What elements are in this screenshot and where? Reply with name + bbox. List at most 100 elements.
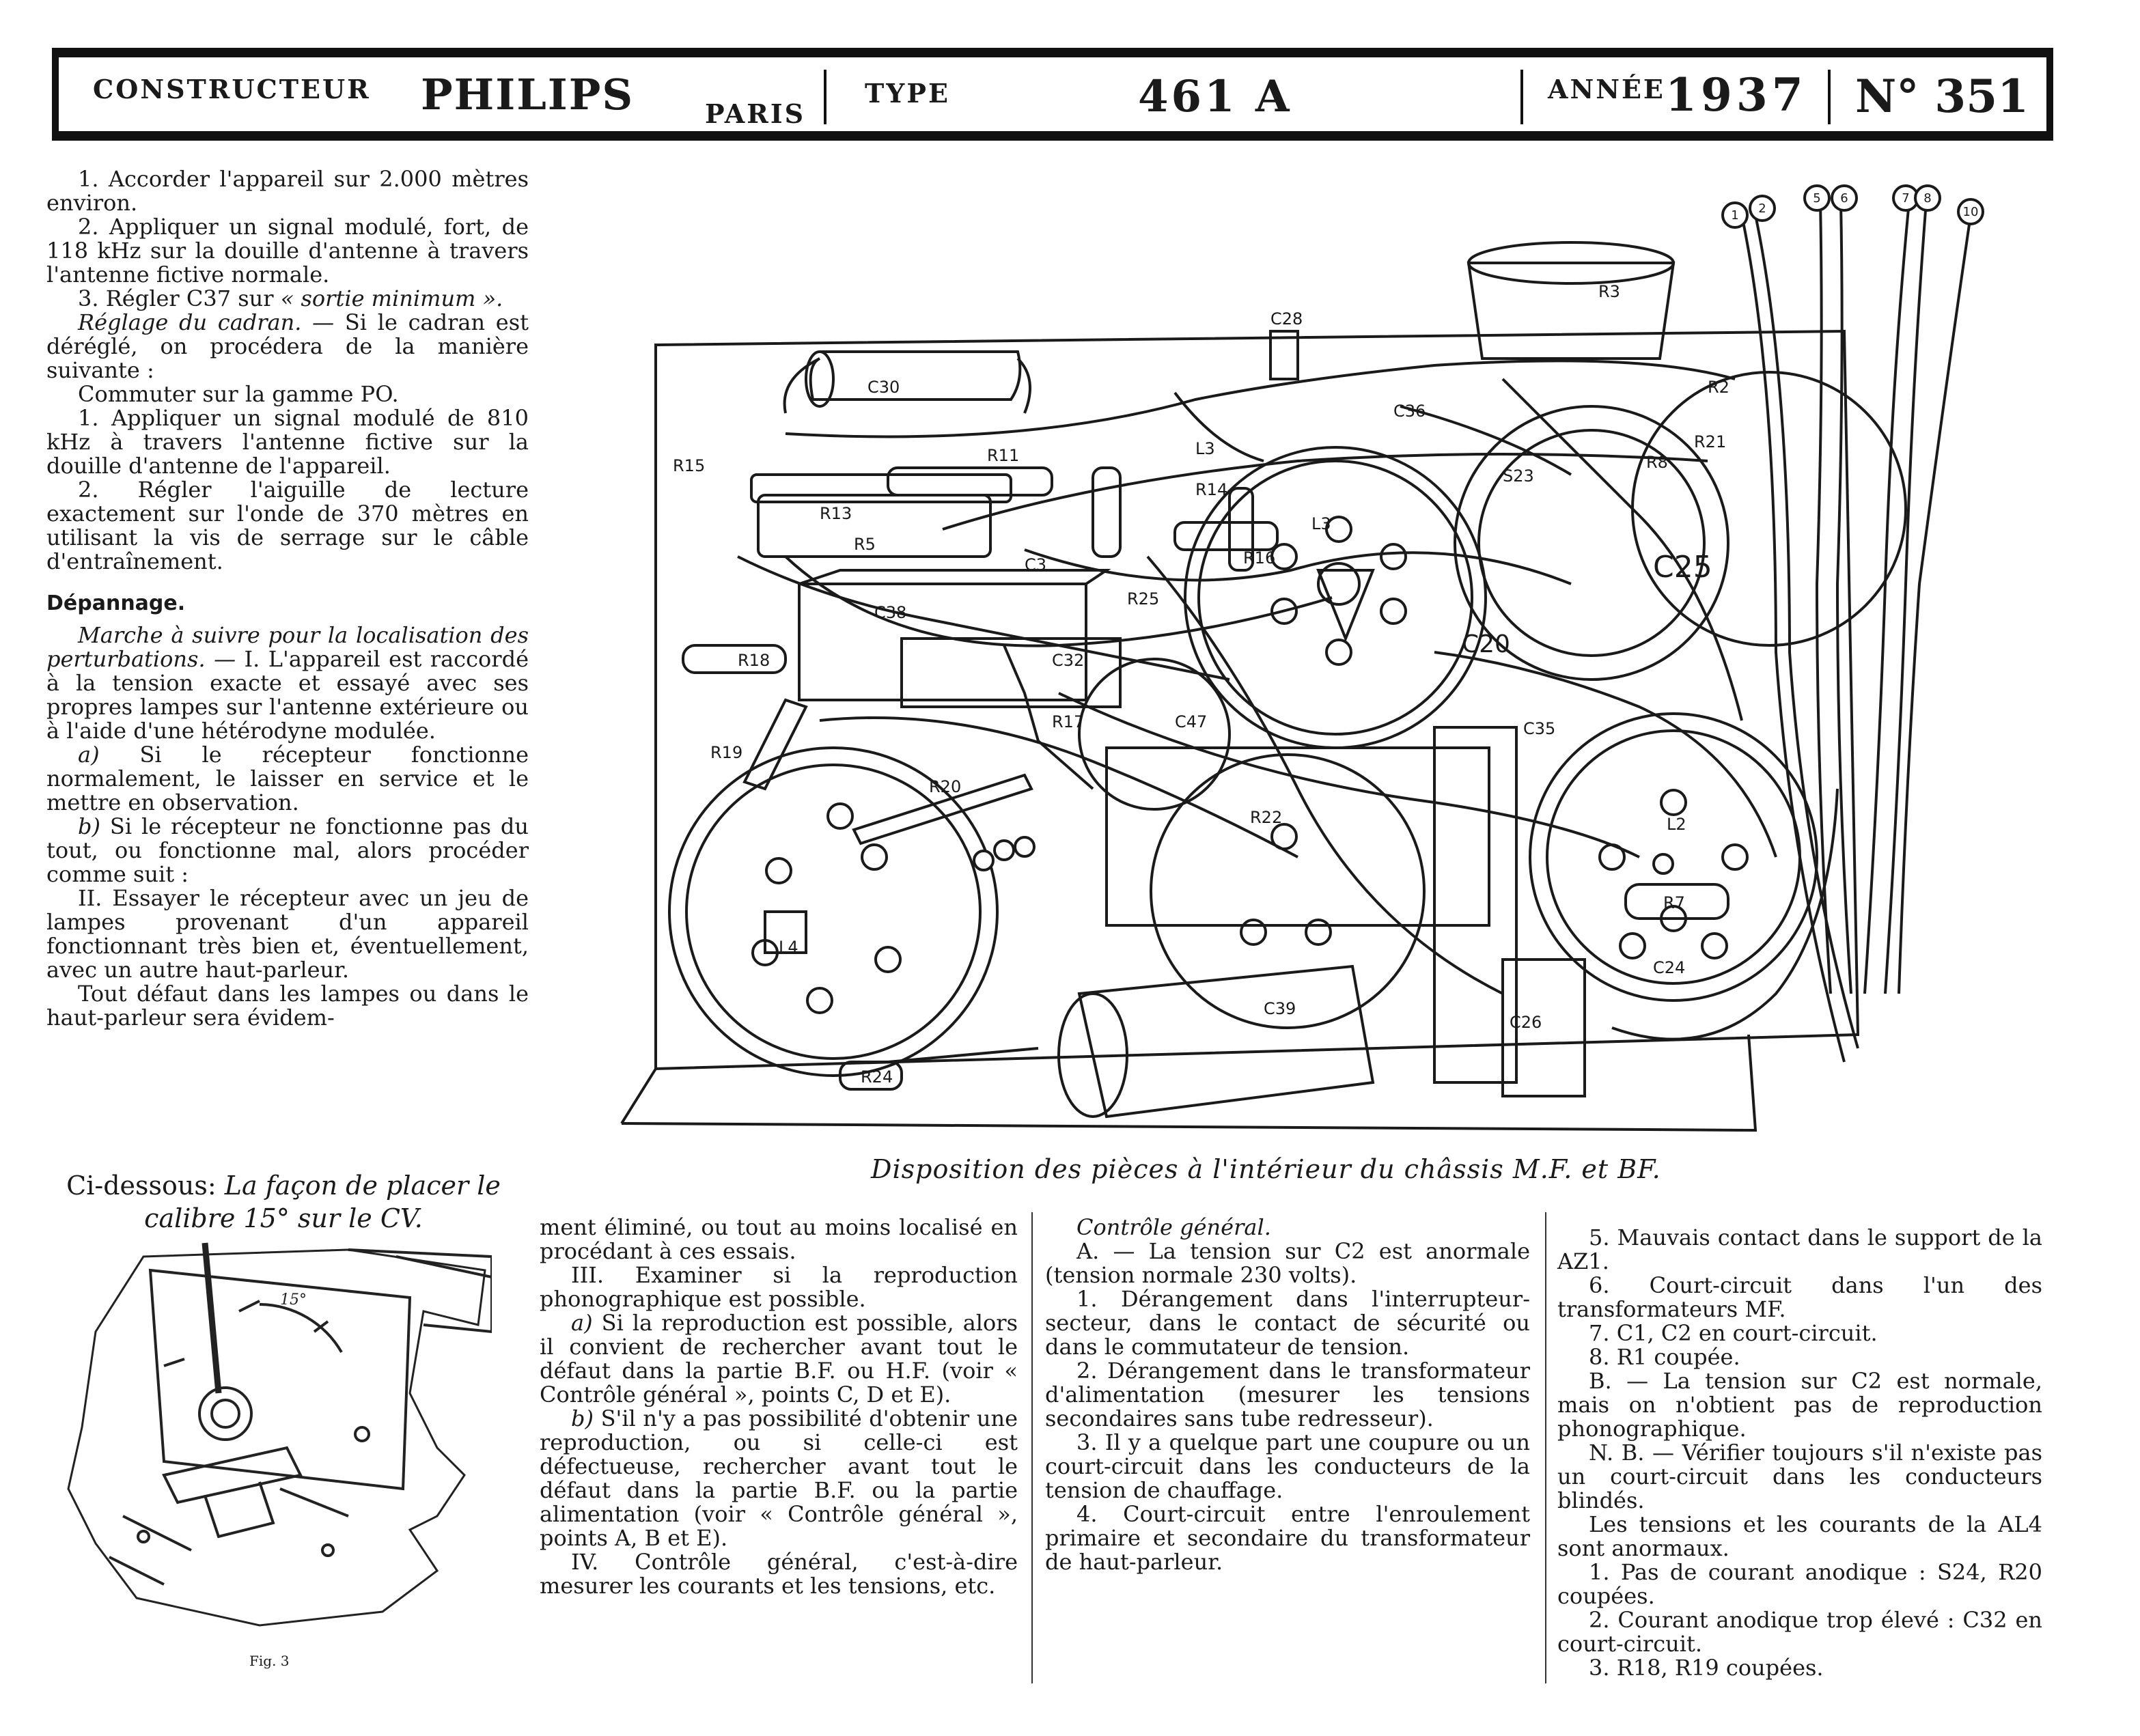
diagram-label: R17 bbox=[1052, 712, 1084, 731]
calibre-figure: 15° bbox=[67, 1242, 492, 1627]
diagram-label: C36 bbox=[1393, 402, 1426, 421]
paragraph: 3. Régler C37 sur « sortie minimum ». bbox=[78, 285, 503, 311]
brand-name: PHILIPS bbox=[421, 70, 635, 120]
paragraph: ment éliminé, ou tout au moins localisé … bbox=[540, 1214, 1018, 1264]
diagram-label: C28 bbox=[1270, 309, 1303, 328]
text-column-2: ment éliminé, ou tout au moins localisé … bbox=[540, 1216, 1018, 1598]
paragraph: 2. Courant anodique trop élevé : C32 en … bbox=[1557, 1607, 2042, 1657]
diagram-label: C25 bbox=[1653, 550, 1712, 585]
column-divider bbox=[1031, 1212, 1033, 1683]
diagram-label: C47 bbox=[1175, 712, 1207, 731]
diagram-label: S23 bbox=[1503, 466, 1534, 486]
diagram-label: R2 bbox=[1708, 378, 1729, 397]
paragraph: 8. R1 coupée. bbox=[1589, 1344, 1740, 1370]
diagram-label: R3 bbox=[1598, 282, 1620, 301]
paragraph: 6. Court-circuit dans l'un des transform… bbox=[1557, 1272, 2042, 1322]
paragraph: A. — La tension sur C2 est anormale (ten… bbox=[1045, 1238, 1530, 1288]
diagram-label: R25 bbox=[1127, 589, 1159, 608]
paragraph: 1. Accorder l'appareil sur 2.000 mètres … bbox=[46, 166, 529, 216]
paragraph: III. Examiner si la reproduction phonogr… bbox=[540, 1262, 1018, 1312]
diagram-label: L2 bbox=[1667, 815, 1686, 834]
diagram-label: R8 bbox=[1646, 453, 1668, 472]
paragraph: Commuter sur la gamme PO. bbox=[78, 381, 399, 407]
paragraph: 7. C1, C2 en court-circuit. bbox=[1589, 1320, 1878, 1346]
paragraph: b) Si le récepteur ne fonctionne pas du … bbox=[46, 813, 529, 887]
diagram-label: C38 bbox=[874, 603, 906, 622]
text-column-3: Contrôle général. A. — La tension sur C2… bbox=[1045, 1216, 1530, 1574]
diagram-label: R15 bbox=[673, 456, 705, 475]
type-label: TYPE bbox=[865, 78, 950, 109]
paragraph: Les tensions et les courants de la AL4 s… bbox=[1557, 1511, 2042, 1561]
type-value: 461 A bbox=[1138, 71, 1292, 122]
diagram-caption: Disposition des pièces à l'intérieur du … bbox=[871, 1154, 1661, 1184]
diagram-label: C26 bbox=[1510, 1013, 1542, 1032]
paragraph: Réglage du cadran. — Si le cadran est dé… bbox=[46, 309, 529, 383]
svg-text:5: 5 bbox=[1813, 191, 1820, 206]
annee-label: ANNÉE bbox=[1548, 74, 1665, 104]
paragraph: a) Si le récepteur fonctionne normalemen… bbox=[46, 742, 529, 815]
paragraph: b) S'il n'y a pas possibilité d'obtenir … bbox=[540, 1405, 1018, 1551]
paragraph: 5. Mauvais contact dans le support de la… bbox=[1557, 1224, 2042, 1274]
diagram-label: L4 bbox=[779, 938, 798, 957]
paragraph: 4. Court-circuit entre l'enroulement pri… bbox=[1045, 1501, 1530, 1575]
paragraph: a) Si la reproduction est possible, alor… bbox=[540, 1310, 1018, 1408]
text-column-4: 5. Mauvais contact dans le support de la… bbox=[1557, 1226, 2042, 1680]
svg-text:6: 6 bbox=[1840, 191, 1848, 206]
diagram-label: C32 bbox=[1052, 651, 1084, 670]
svg-text:1: 1 bbox=[1731, 208, 1738, 223]
paragraph: 1. Pas de courant anodique : S24, R20 co… bbox=[1557, 1559, 2042, 1609]
svg-text:7: 7 bbox=[1902, 191, 1909, 206]
header-bar: CONSTRUCTEUR PHILIPS PARIS TYPE 461 A AN… bbox=[52, 48, 2053, 141]
paragraph: II. Essayer le récepteur avec un jeu de … bbox=[46, 885, 529, 983]
paragraph: 1. Dérangement dans l'interrupteur-secte… bbox=[1045, 1286, 1530, 1360]
paragraph: 3. R18, R19 coupées. bbox=[1589, 1655, 1824, 1681]
diagram-label: R11 bbox=[987, 446, 1019, 465]
paragraph: N. B. — Vérifier toujours s'il n'existe … bbox=[1557, 1440, 2042, 1513]
svg-text:8: 8 bbox=[1923, 191, 1931, 206]
document-number: N° 351 bbox=[1855, 70, 2029, 123]
paragraph: B. — La tension sur C2 est normale, mais… bbox=[1557, 1368, 2042, 1442]
diagram-label: R24 bbox=[861, 1067, 893, 1087]
svg-text:10: 10 bbox=[1963, 205, 1979, 219]
column-divider bbox=[1545, 1212, 1546, 1683]
diagram-label: L3 bbox=[1311, 514, 1331, 533]
figure-number: Fig. 3 bbox=[249, 1653, 290, 1669]
diagram-label: R5 bbox=[854, 535, 876, 554]
diagram-label: C39 bbox=[1264, 999, 1296, 1018]
diagram-label: R21 bbox=[1694, 432, 1726, 451]
diagram-label: C20 bbox=[1462, 630, 1510, 658]
annee-value: 1937 bbox=[1665, 68, 1807, 122]
diagram-label: L3 bbox=[1195, 439, 1215, 458]
paragraph: 2. Régler l'aiguille de lecture exacteme… bbox=[46, 477, 529, 574]
section-heading: Dépannage. bbox=[46, 591, 186, 615]
diagram-label: C24 bbox=[1653, 958, 1685, 977]
header-divider bbox=[1828, 70, 1831, 124]
diagram-label: R18 bbox=[738, 651, 770, 670]
city-label: PARIS bbox=[705, 98, 806, 129]
header-divider bbox=[824, 70, 826, 124]
diagram-label: C35 bbox=[1523, 719, 1555, 738]
paragraph: 2. Appliquer un signal modulé, fort, de … bbox=[46, 214, 529, 288]
paragraph: Marche à suivre pour la localisation des… bbox=[46, 622, 529, 744]
diagram-label: R22 bbox=[1250, 808, 1282, 827]
paragraph: Tout défaut dans les lampes ou dans le h… bbox=[46, 981, 529, 1031]
paragraph: 3. Il y a quelque part une coupure ou un… bbox=[1045, 1429, 1530, 1503]
diagram-label: R14 bbox=[1195, 480, 1227, 499]
section-heading: Contrôle général. bbox=[1076, 1214, 1271, 1240]
paragraph: 2. Dérangement dans le transformateur d'… bbox=[1045, 1358, 1530, 1431]
diagram-label: R19 bbox=[710, 743, 742, 762]
diagram-label: R13 bbox=[820, 504, 852, 523]
diagram-label: R20 bbox=[929, 777, 961, 796]
left-text-column: 1. Accorder l'appareil sur 2.000 mètres … bbox=[46, 167, 529, 1030]
chassis-diagram: C30 C28 R3 R15 R11 L3 R14 C36 S23 R8 R2 … bbox=[620, 184, 1984, 1132]
diagram-label: C30 bbox=[867, 378, 900, 397]
header-divider bbox=[1520, 70, 1523, 124]
paragraph: 1. Appliquer un signal modulé de 810 kHz… bbox=[46, 405, 529, 479]
diagram-label: R16 bbox=[1243, 548, 1275, 568]
paragraph: IV. Contrôle général, c'est-à-dire mesur… bbox=[540, 1549, 1018, 1599]
svg-text:2: 2 bbox=[1758, 201, 1766, 216]
figure-caption: Ci-dessous: La façon de placer le calibr… bbox=[66, 1171, 501, 1233]
diagram-label: R7 bbox=[1663, 893, 1685, 912]
diagram-label: C3 bbox=[1025, 555, 1046, 574]
constructeur-label: CONSTRUCTEUR bbox=[93, 74, 371, 104]
